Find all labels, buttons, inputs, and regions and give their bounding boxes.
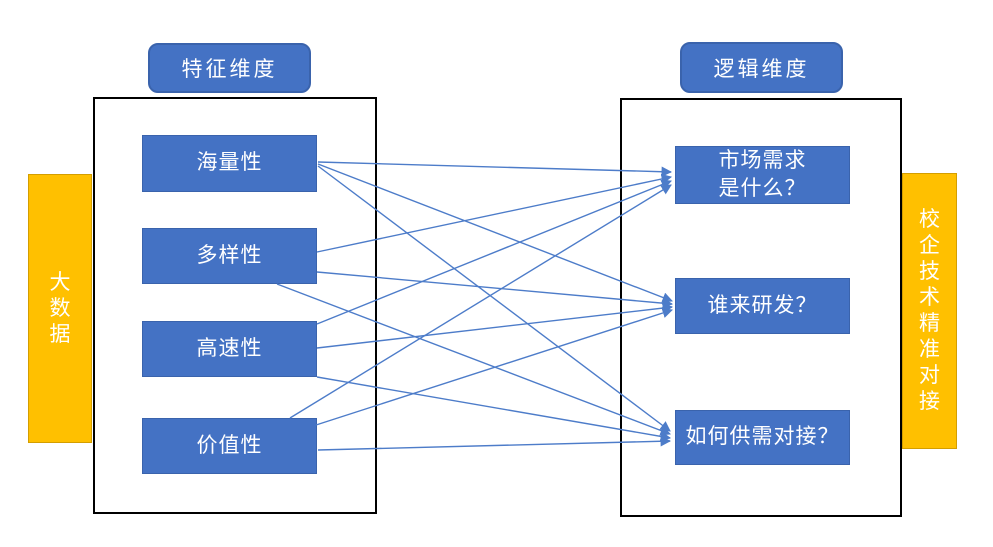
- feature-node-label: 价值性: [196, 433, 263, 457]
- school-enterprise-banner: 校企技术精准对接: [902, 173, 957, 449]
- feature-node-value: 价值性: [142, 418, 317, 474]
- feature-node-label: 海量性: [196, 151, 263, 175]
- big-data-banner: 大数据: [28, 174, 92, 443]
- feature-node-velocity: 高速性: [142, 321, 317, 377]
- logic-node-who-develops: 谁来研发？: [675, 278, 850, 334]
- logic-node-label: 如何供需对接？: [685, 425, 840, 449]
- logic-node-label: 市场需求 是什么？: [718, 148, 807, 200]
- feature-node-label: 高速性: [196, 336, 263, 360]
- feature-node-massiveness: 海量性: [142, 135, 317, 192]
- big-data-banner-label: 大数据: [49, 270, 71, 346]
- logic-dimension-header: 逻辑维度: [680, 42, 843, 93]
- logic-node-supply-demand-docking: 如何供需对接？: [675, 410, 850, 465]
- feature-node-label: 多样性: [196, 243, 263, 267]
- logic-dimension-header-label: 逻辑维度: [713, 57, 810, 81]
- feature-dimension-header: 特征维度: [148, 43, 311, 93]
- feature-node-variety: 多样性: [142, 228, 317, 284]
- school-enterprise-banner-label: 校企技术精准对接: [919, 208, 940, 413]
- logic-node-label: 谁来研发？: [707, 293, 818, 317]
- feature-dimension-header-label: 特征维度: [181, 58, 278, 81]
- logic-node-market-demand: 市场需求 是什么？: [675, 146, 850, 204]
